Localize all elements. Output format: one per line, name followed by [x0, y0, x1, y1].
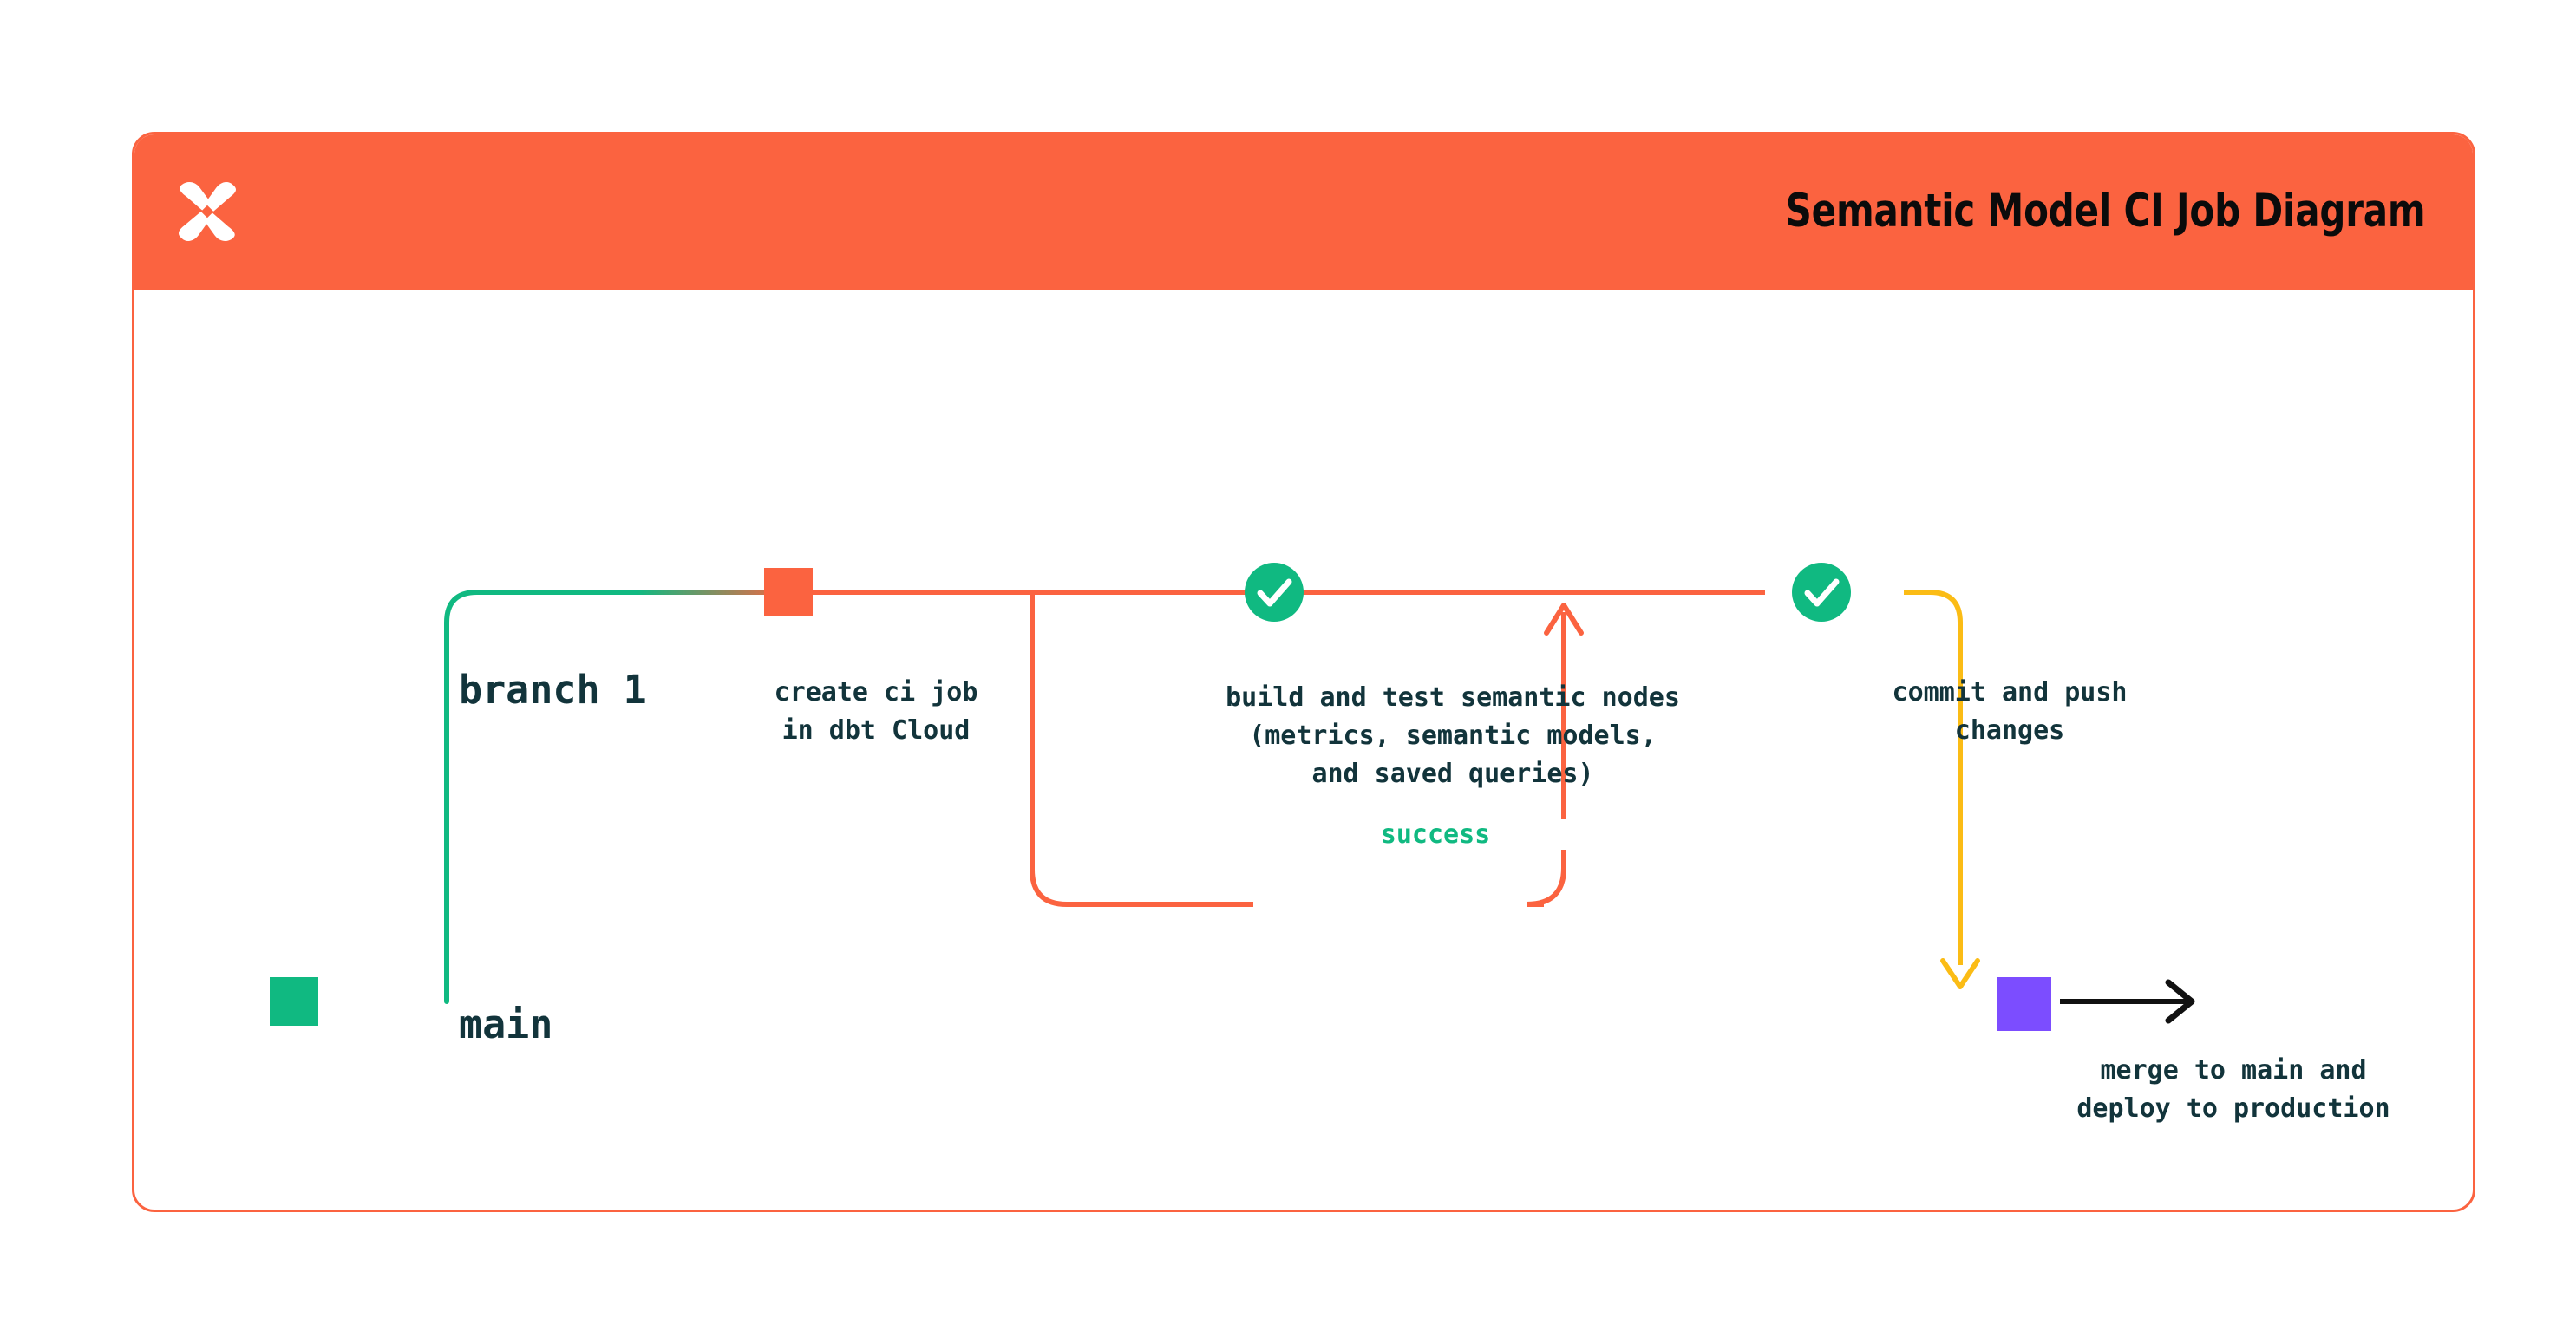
node-caption-merge-to-main: merge to main and deploy to production — [2076, 1055, 2390, 1124]
check-circle-icon — [1804, 578, 1840, 607]
node-marker-merge-to-main[interactable] — [1997, 977, 2051, 1031]
success-loop-riser — [1526, 612, 1566, 907]
diagram-svg — [270, 563, 2195, 1031]
edge-label-success: success — [1288, 819, 1583, 850]
success-loop-left — [1030, 592, 1253, 907]
check-circle-icon — [1257, 578, 1292, 607]
node-marker-main-start[interactable] — [270, 977, 318, 1026]
merge-arrow-head-icon — [1940, 958, 1980, 989]
node-caption-commit-and-push: commit and push changes — [1892, 677, 2128, 746]
success-arrow-head-icon — [1544, 603, 1584, 636]
merge-down-line — [1904, 590, 1963, 965]
node-caption-create-ci-job: create ci job in dbt Cloud — [774, 677, 978, 746]
card-header: Semantic Model CI Job Diagram — [134, 134, 2473, 290]
node-caption-build-and-test: build and test semantic nodes (metrics, … — [1226, 682, 1680, 789]
node-marker-build-and-test[interactable] — [1245, 563, 1304, 622]
branch-off-line — [444, 590, 796, 1004]
diagram-card: Semantic Model CI Job Diagram — [132, 132, 2475, 1212]
lane-label-main: main — [459, 1001, 553, 1047]
dbt-logo-icon — [170, 174, 245, 249]
lane-label-branch1: branch 1 — [459, 667, 647, 713]
main-arrow-head-icon — [2165, 979, 2195, 1024]
page-title: Semantic Model CI Job Diagram — [1785, 185, 2425, 238]
node-marker-create-ci-job[interactable] — [764, 568, 813, 616]
diagram-canvas — [134, 293, 2473, 1210]
node-marker-commit-and-push[interactable] — [1792, 563, 1851, 622]
